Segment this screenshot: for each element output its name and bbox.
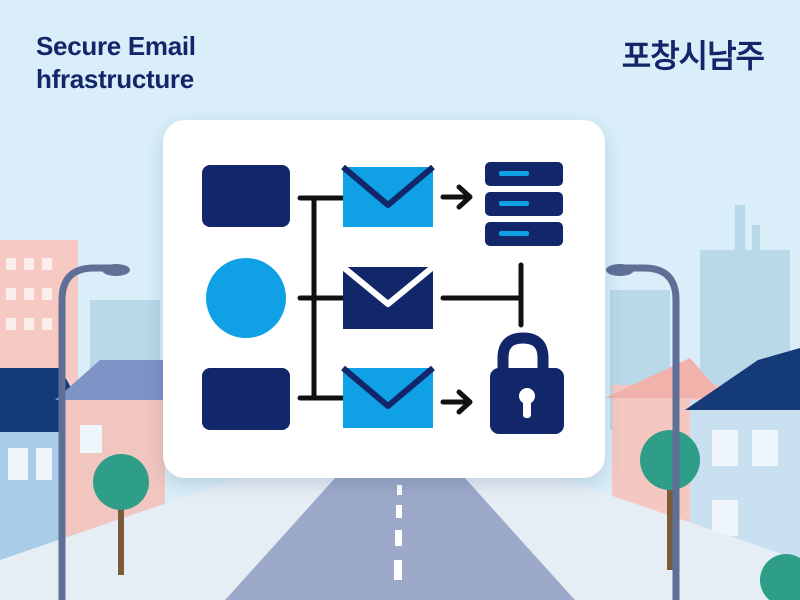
source-node-middle xyxy=(206,258,286,338)
street-lamp-left xyxy=(58,264,124,600)
email-flow-diagram xyxy=(202,162,564,434)
blue-envelope-icon xyxy=(341,365,435,428)
server-stack-icon xyxy=(485,162,563,246)
bracket-connector xyxy=(297,195,346,401)
street-lamp-right xyxy=(612,264,680,600)
city-label: 포창시남주 xyxy=(621,37,765,75)
blue-envelope-icon xyxy=(341,164,435,227)
lane-markings xyxy=(394,485,402,580)
arrow-right-icon xyxy=(440,389,473,415)
blocked-line xyxy=(440,262,524,328)
title-line-2: hfrastructure xyxy=(36,64,194,94)
navy-envelope-icon xyxy=(341,264,435,329)
roof-right xyxy=(685,348,800,410)
tree-left xyxy=(93,454,149,575)
arrow-right-icon xyxy=(440,184,473,210)
page-title: Secure Email hfrastructure xyxy=(36,30,196,96)
padlock-icon xyxy=(490,332,564,434)
diagram-card xyxy=(163,120,605,478)
source-node-bottom xyxy=(202,368,290,430)
title-line-1: Secure Email xyxy=(36,31,196,61)
source-node-top xyxy=(202,165,290,227)
tree-right xyxy=(640,430,700,570)
